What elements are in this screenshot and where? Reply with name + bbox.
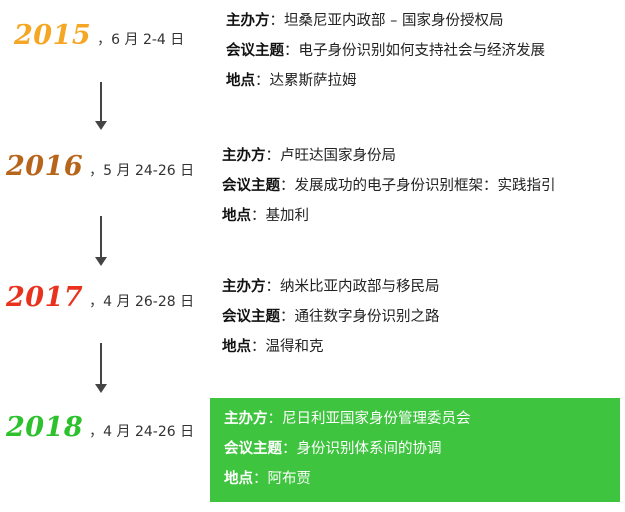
sep: ： [251,339,266,355]
theme-value: 电子身份识别如何支持社会与经济发展 [298,43,546,59]
timeline-year-2015: 2015 ，6 月 2-4 日 [14,20,184,51]
down-arrow-icon [95,216,107,268]
venue-row: 地点：阿布贾 [224,464,610,494]
sep: ： [280,178,295,194]
event-details-2016: 主办方：卢旺达国家身份局 会议主题：发展成功的电子身份识别框架：实践指引 地点：… [222,141,556,231]
date-separator: ， [89,163,104,179]
down-arrow-icon [95,82,107,130]
venue-key: 地点 [224,471,253,487]
venue-row: 地点：温得和克 [222,332,440,362]
venue-value: 达累斯萨拉姆 [269,73,357,89]
year-label: 2017 [6,282,84,313]
theme-row: 会议主题：电子身份识别如何支持社会与经济发展 [226,36,545,66]
host-key: 主办方 [226,13,270,29]
date-label: ，4 月 26-28 日 [89,291,194,311]
sep: ： [284,43,299,59]
date-separator: ， [89,424,104,440]
timeline-year-2018: 2018 ，4 月 24-26 日 [6,412,194,443]
sep: ： [253,471,268,487]
host-value: 纳米比亚内政部与移民局 [280,279,440,295]
host-key: 主办方 [222,148,266,164]
theme-value: 通往数字身份识别之路 [294,309,440,325]
theme-key: 会议主题 [222,178,280,194]
venue-value: 阿布贾 [267,471,312,487]
theme-row: 会议主题：发展成功的电子身份识别框架：实践指引 [222,171,556,201]
sep: ： [251,208,266,224]
theme-value: 发展成功的电子身份识别框架：实践指引 [294,178,556,194]
theme-key: 会议主题 [224,441,282,457]
event-details-2015: 主办方：坦桑尼亚内政部 – 国家身份授权局 会议主题：电子身份识别如何支持社会与… [226,6,545,96]
venue-value: 温得和克 [265,339,324,355]
date-text: 4 月 24-26 日 [103,424,195,440]
host-row: 主办方：纳米比亚内政部与移民局 [222,272,440,302]
timeline-year-2017: 2017 ，4 月 26-28 日 [6,282,194,313]
theme-key: 会议主题 [222,309,280,325]
venue-value: 基加利 [265,208,310,224]
date-label: ，5 月 24-26 日 [89,160,194,180]
theme-row: 会议主题：身份识别体系间的协调 [224,434,610,464]
host-value: 坦桑尼亚内政部 – 国家身份授权局 [284,13,504,29]
sep: ： [265,148,281,164]
sep: ： [269,13,285,29]
host-value: 尼日利亚国家身份管理委员会 [282,411,471,427]
down-arrow-icon [95,343,107,395]
date-label: ，6 月 2-4 日 [97,29,184,49]
host-value: 卢旺达国家身份局 [280,148,396,164]
sep: ： [255,73,270,89]
year-label: 2016 [6,151,84,182]
host-row: 主办方：坦桑尼亚内政部 – 国家身份授权局 [226,6,545,36]
venue-key: 地点 [226,73,255,89]
date-text: 5 月 24-26 日 [103,163,195,179]
year-label: 2018 [6,412,84,443]
event-details-2018-highlighted: 主办方：尼日利亚国家身份管理委员会 会议主题：身份识别体系间的协调 地点：阿布贾 [210,398,620,502]
host-key: 主办方 [224,411,268,427]
sep: ： [280,309,295,325]
sep: ： [265,279,281,295]
event-details-2017: 主办方：纳米比亚内政部与移民局 会议主题：通往数字身份识别之路 地点：温得和克 [222,272,440,362]
host-row: 主办方：尼日利亚国家身份管理委员会 [224,404,610,434]
venue-row: 地点：达累斯萨拉姆 [226,66,545,96]
date-separator: ， [97,32,112,48]
venue-key: 地点 [222,208,251,224]
date-label: ，4 月 24-26 日 [89,421,194,441]
theme-row: 会议主题：通往数字身份识别之路 [222,302,440,332]
host-row: 主办方：卢旺达国家身份局 [222,141,556,171]
venue-row: 地点：基加利 [222,201,556,231]
timeline-year-2016: 2016 ，5 月 24-26 日 [6,151,194,182]
sep: ： [282,441,297,457]
venue-key: 地点 [222,339,251,355]
theme-key: 会议主题 [226,43,284,59]
theme-value: 身份识别体系间的协调 [296,441,442,457]
year-label: 2015 [14,20,92,51]
sep: ： [267,411,283,427]
host-key: 主办方 [222,279,266,295]
date-text: 4 月 26-28 日 [103,294,195,310]
date-text: 6 月 2-4 日 [111,32,185,48]
date-separator: ， [89,294,104,310]
